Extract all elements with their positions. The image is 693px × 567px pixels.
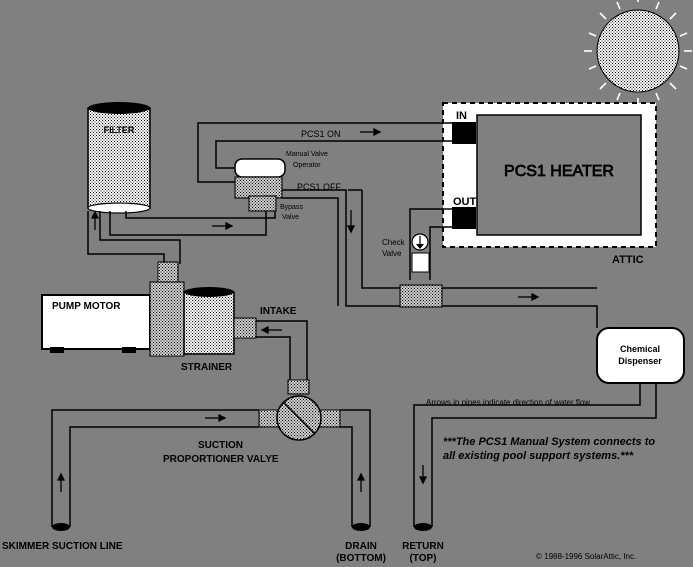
drain-label-1: DRAIN	[345, 541, 377, 552]
return-label-1: RETURN	[402, 541, 444, 552]
drain-opening	[352, 523, 370, 531]
strainer	[183, 287, 235, 355]
drain-label-2: (BOTTOM)	[336, 553, 386, 564]
manual-valve-operator-label-2: Operator	[293, 162, 321, 169]
arrows-note: Arrows in pipes indicate direction of wa…	[426, 398, 592, 407]
proportioner-top-connector	[287, 379, 310, 395]
bypass-valve-label-2: Valve	[282, 214, 299, 221]
suction-proportioner-label-2: PROPORTIONER VALYE	[163, 454, 279, 465]
heater-out-port	[452, 207, 476, 229]
manual-valve-operator-label-1: Manual Valve	[286, 151, 328, 158]
bypass-valve-label-1: Bypass	[280, 204, 303, 211]
pump-motor-label: PUMP MOTOR	[52, 301, 121, 312]
skimmer-label: SKIMMER SUCTION LINE	[2, 541, 123, 552]
intake-label: INTAKE	[260, 306, 297, 317]
pipe-pcs1-off	[282, 189, 598, 328]
system-note-line-2: all existing pool support systems.***	[443, 450, 634, 462]
heater-label: PCS1 HEATER	[504, 163, 614, 180]
pcs1-heater	[476, 114, 642, 236]
bypass-valve	[234, 158, 286, 212]
return-label-2: (TOP)	[409, 553, 436, 564]
flow-arrows	[56, 127, 540, 492]
suction-proportioner-label-1: SUCTION	[198, 440, 243, 451]
heater-in-port	[452, 122, 476, 144]
system-note-line-1: ***The PCS1 Manual System connects to	[443, 436, 655, 448]
skimmer-opening	[52, 523, 70, 531]
filter-pump-connector	[157, 261, 179, 283]
pump-motor	[41, 281, 185, 357]
pipe-pcs1-on	[197, 122, 452, 183]
sun-icon	[584, 0, 692, 106]
pipe-drain	[340, 409, 371, 527]
filter-label: FILTER	[104, 125, 135, 135]
chemical-dispenser-label-2: Dispenser	[618, 356, 662, 366]
pipe-skimmer	[51, 409, 259, 527]
copyright: © 1988-1996 SolarAttic, Inc.	[536, 552, 636, 561]
check-valve	[411, 233, 430, 273]
in-label: IN	[456, 110, 467, 122]
pipe-joint	[399, 284, 443, 308]
pipe-heater-out	[409, 208, 452, 280]
check-valve-label-2: Valve	[382, 249, 402, 258]
filter	[87, 102, 151, 214]
check-valve-label-1: Check	[382, 238, 406, 247]
pipe-return	[413, 383, 657, 527]
strainer-label: STRAINER	[181, 362, 233, 373]
out-label: OUT	[453, 196, 477, 208]
intake-connector	[233, 317, 257, 339]
pcs1-off-label: PCS1 OFF	[297, 182, 342, 192]
chemical-dispenser-label-1: Chemical	[620, 344, 660, 354]
attic-label: ATTIC	[612, 254, 644, 266]
return-opening	[414, 523, 432, 531]
pipe-intake	[256, 320, 308, 382]
suction-proportioner-valve	[258, 395, 341, 441]
pcs1-on-label: PCS1 ON	[301, 129, 341, 139]
